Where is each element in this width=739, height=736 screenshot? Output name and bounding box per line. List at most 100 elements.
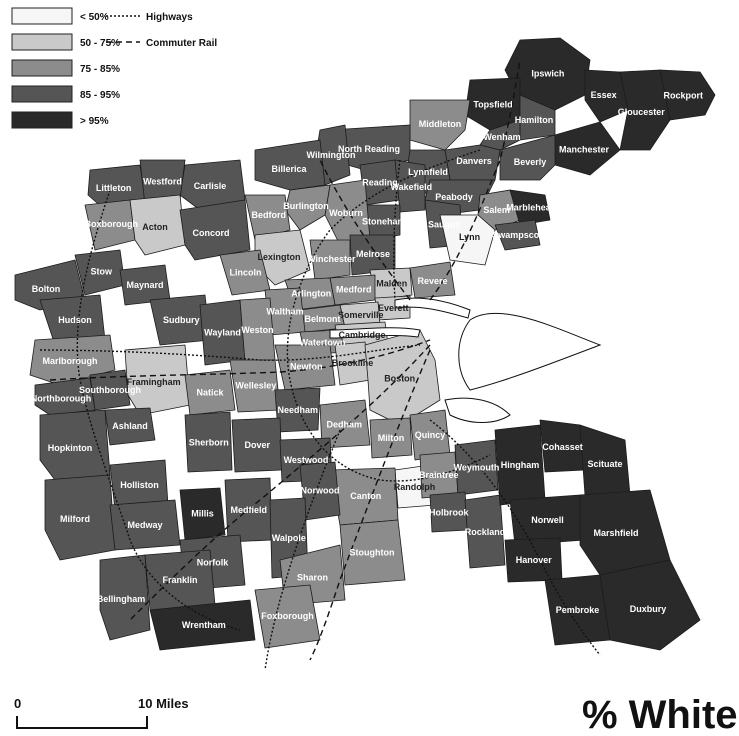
town-wayland — [199, 299, 246, 366]
town-sherborn — [184, 411, 233, 473]
town-essex — [584, 69, 629, 123]
routes-layer — [39, 59, 601, 671]
legend-label-75-85: 75 - 85% — [80, 64, 120, 75]
town-pembroke — [544, 574, 611, 646]
town-danvers — [444, 144, 501, 181]
commuter-rail-newburyport — [429, 59, 521, 301]
legend-label-gt95: > 95% — [80, 116, 109, 127]
town-brookline — [334, 341, 371, 386]
town-middleton — [409, 99, 471, 151]
town-stow — [74, 249, 126, 296]
legend-label-85-95: 85 - 95% — [80, 90, 120, 101]
town-manchester — [554, 121, 621, 176]
town-southborough — [89, 369, 131, 411]
town-gloucester — [619, 69, 671, 151]
town-wenham — [479, 119, 521, 151]
town-medford — [329, 274, 376, 306]
town-marblehead — [509, 189, 551, 226]
town-wrentham — [149, 599, 256, 651]
scale-start-label: 0 — [14, 696, 21, 711]
town-concord — [179, 199, 251, 261]
scale-bar-line — [16, 716, 148, 729]
town-ashland — [104, 407, 156, 446]
town-northborough — [34, 377, 96, 416]
scale-bar: 0 10 Miles — [14, 696, 189, 729]
boston-harbor — [458, 312, 602, 391]
town-dedham — [319, 399, 371, 449]
town-winchester — [309, 239, 351, 281]
highway-i-495 — [76, 189, 241, 631]
mystic-river — [394, 297, 471, 319]
town-needham — [274, 387, 321, 433]
legend-label-50-75: 50 - 75% — [80, 38, 120, 49]
town-wellesley — [229, 359, 281, 413]
charles-river — [329, 327, 421, 339]
town-boxborough — [84, 199, 136, 251]
town-hopkinton — [39, 409, 111, 481]
town-acton — [129, 194, 186, 256]
highway-i-90 — [39, 344, 421, 361]
water-layer — [329, 297, 602, 423]
scale-end-label: 10 Miles — [138, 696, 189, 711]
legend: < 50% 50 - 75% 75 - 85% 85 - 95% > 95% H… — [11, 7, 217, 129]
town-natick — [184, 369, 236, 416]
legend-swatch-gt95 — [11, 111, 73, 129]
town-billerica — [254, 139, 326, 191]
town-dover — [231, 417, 283, 473]
commuter-rail-worcester — [49, 339, 431, 381]
legend-highways-label: Highways — [146, 12, 193, 23]
legend-swatch-lt50 — [11, 7, 73, 25]
town-canton — [329, 467, 399, 526]
town-marlborough — [29, 334, 116, 386]
town-medway — [109, 499, 181, 551]
town-quincy — [409, 409, 451, 461]
town-holbrook — [429, 491, 469, 533]
legend-swatch-50-75 — [11, 33, 73, 51]
town-milford — [44, 474, 116, 561]
town-hingham — [494, 424, 546, 506]
quincy-bay — [444, 397, 511, 423]
town-scituate — [579, 424, 631, 496]
legend-rail-label: Commuter Rail — [146, 38, 217, 49]
legend-swatch-75-85 — [11, 59, 73, 77]
town-revere — [409, 261, 456, 299]
town-norwell — [509, 494, 586, 546]
town-lynn — [439, 214, 496, 266]
town-ipswich — [504, 37, 591, 111]
town-boston — [364, 329, 441, 426]
town-stoughton — [339, 519, 406, 586]
town-duxbury — [599, 559, 701, 651]
commuter-rail-lowell — [319, 159, 411, 301]
town-weston — [239, 297, 276, 363]
legend-swatch-85-95 — [11, 85, 73, 103]
town-millis — [179, 487, 226, 541]
town-bellingham — [99, 554, 151, 641]
towns-layer — [14, 37, 716, 651]
town-norwood — [299, 461, 341, 521]
town-burlington — [284, 184, 331, 231]
town-hanover — [504, 537, 563, 583]
town-framingham — [124, 344, 191, 416]
town-newton — [274, 344, 336, 391]
town-rockland — [464, 494, 506, 569]
town-wakefield — [394, 159, 426, 213]
highway-route-3 — [429, 419, 601, 656]
legend-label-lt50: < 50% — [80, 12, 109, 23]
map-title: % White — [582, 693, 738, 736]
highway-i-95-south — [264, 429, 341, 671]
town-beverly — [499, 134, 556, 181]
town-foxborough — [254, 584, 321, 649]
town-milton — [369, 417, 413, 459]
commuter-rail-franklin — [129, 344, 431, 621]
town-malden — [369, 267, 413, 301]
town-hamilton — [519, 94, 556, 141]
town-cohasset — [539, 419, 586, 473]
highway-route-128 — [286, 149, 491, 482]
commuter-rail-providence — [309, 349, 431, 661]
town-marshfield — [579, 489, 671, 576]
highway-i-93-north — [393, 159, 401, 301]
town-swampscott — [494, 219, 541, 251]
town-bedford — [244, 194, 291, 241]
